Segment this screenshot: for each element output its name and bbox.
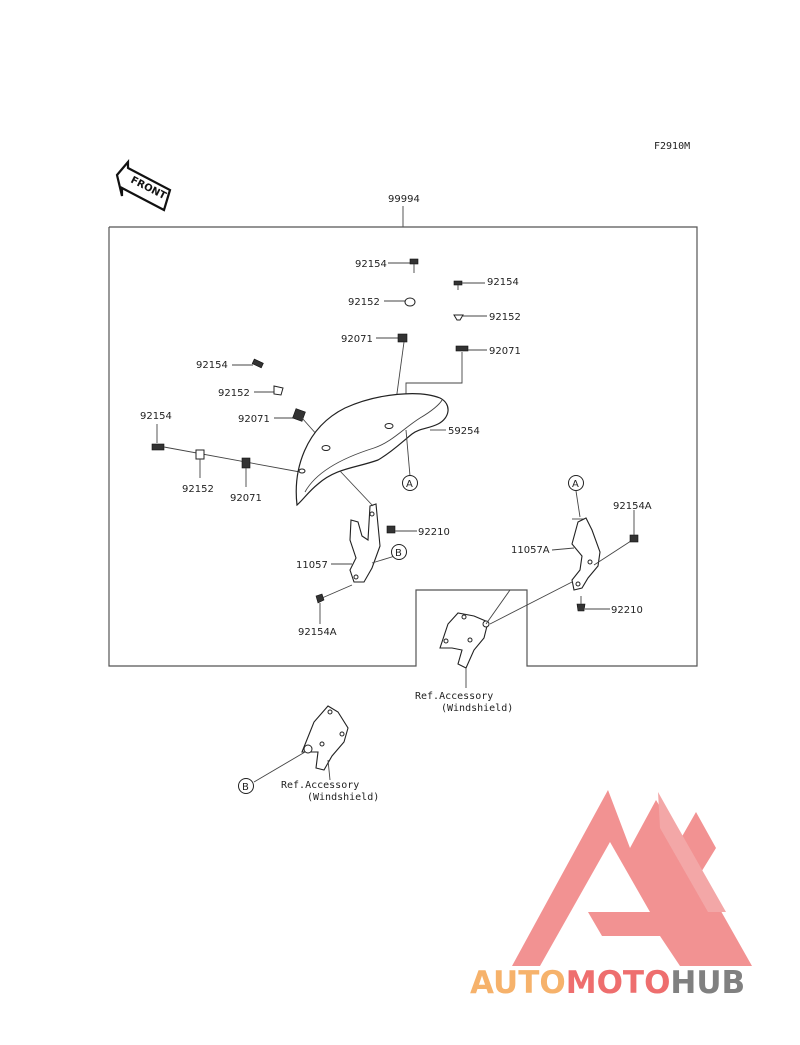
ref2-line2: (Windshield): [307, 792, 379, 803]
front-arrow-icon: FRONT: [115, 158, 172, 212]
svg-text:A: A: [406, 479, 413, 490]
hardware-top: [376, 258, 419, 431]
ref-accessory-mount-2: [253, 705, 349, 783]
ref-accessory-mount-1: [439, 589, 511, 688]
label-92152-tr: 92152: [489, 312, 521, 323]
bracket-11057: [315, 470, 417, 624]
ref2-line1: Ref.Accessory: [281, 780, 359, 791]
watermark-text: AUTOMOTOHUB: [470, 965, 745, 1001]
label-92210-r: 92210: [611, 605, 643, 616]
callout-b-top: B: [391, 544, 407, 560]
label-92210-l: 92210: [418, 527, 450, 538]
kit-frame: [108, 226, 698, 667]
hardware-left: [151, 424, 301, 487]
label-92071-l: 92071: [230, 493, 262, 504]
callout-a-left: A: [402, 475, 418, 491]
label-11057: 11057: [296, 560, 328, 571]
figure-code: F2910M: [654, 141, 690, 152]
automotohub-logo-icon: [512, 790, 752, 966]
label-92152-top: 92152: [348, 297, 380, 308]
label-92152-ml: 92152: [218, 388, 250, 399]
deflector-shield: [295, 393, 449, 507]
label-92154-tr: 92154: [487, 277, 519, 288]
ref1-line2: (Windshield): [441, 703, 513, 714]
hardware-mid-left: [232, 358, 327, 446]
svg-text:B: B: [395, 548, 402, 559]
svg-text:B: B: [242, 782, 249, 793]
kit-part-label: 99994: [388, 194, 420, 205]
label-92154-ml: 92154: [196, 360, 228, 371]
callout-b-bottom: B: [238, 778, 254, 794]
label-59254: 59254: [448, 426, 480, 437]
label-92154A-l: 92154A: [298, 627, 337, 638]
ref1-line1: Ref.Accessory: [415, 691, 493, 702]
label-92071-ml: 92071: [238, 414, 270, 425]
label-92152-l: 92152: [182, 484, 214, 495]
bracket-11057A: [489, 510, 639, 625]
label-11057A: 11057A: [511, 545, 550, 556]
callout-a-right: A: [568, 475, 584, 518]
label-92154-l: 92154: [140, 411, 172, 422]
label-92154A-r: 92154A: [613, 501, 652, 512]
svg-text:A: A: [572, 479, 579, 490]
label-92154-top: 92154: [355, 259, 387, 270]
label-92071-top: 92071: [341, 334, 373, 345]
label-92071-tr: 92071: [489, 346, 521, 357]
